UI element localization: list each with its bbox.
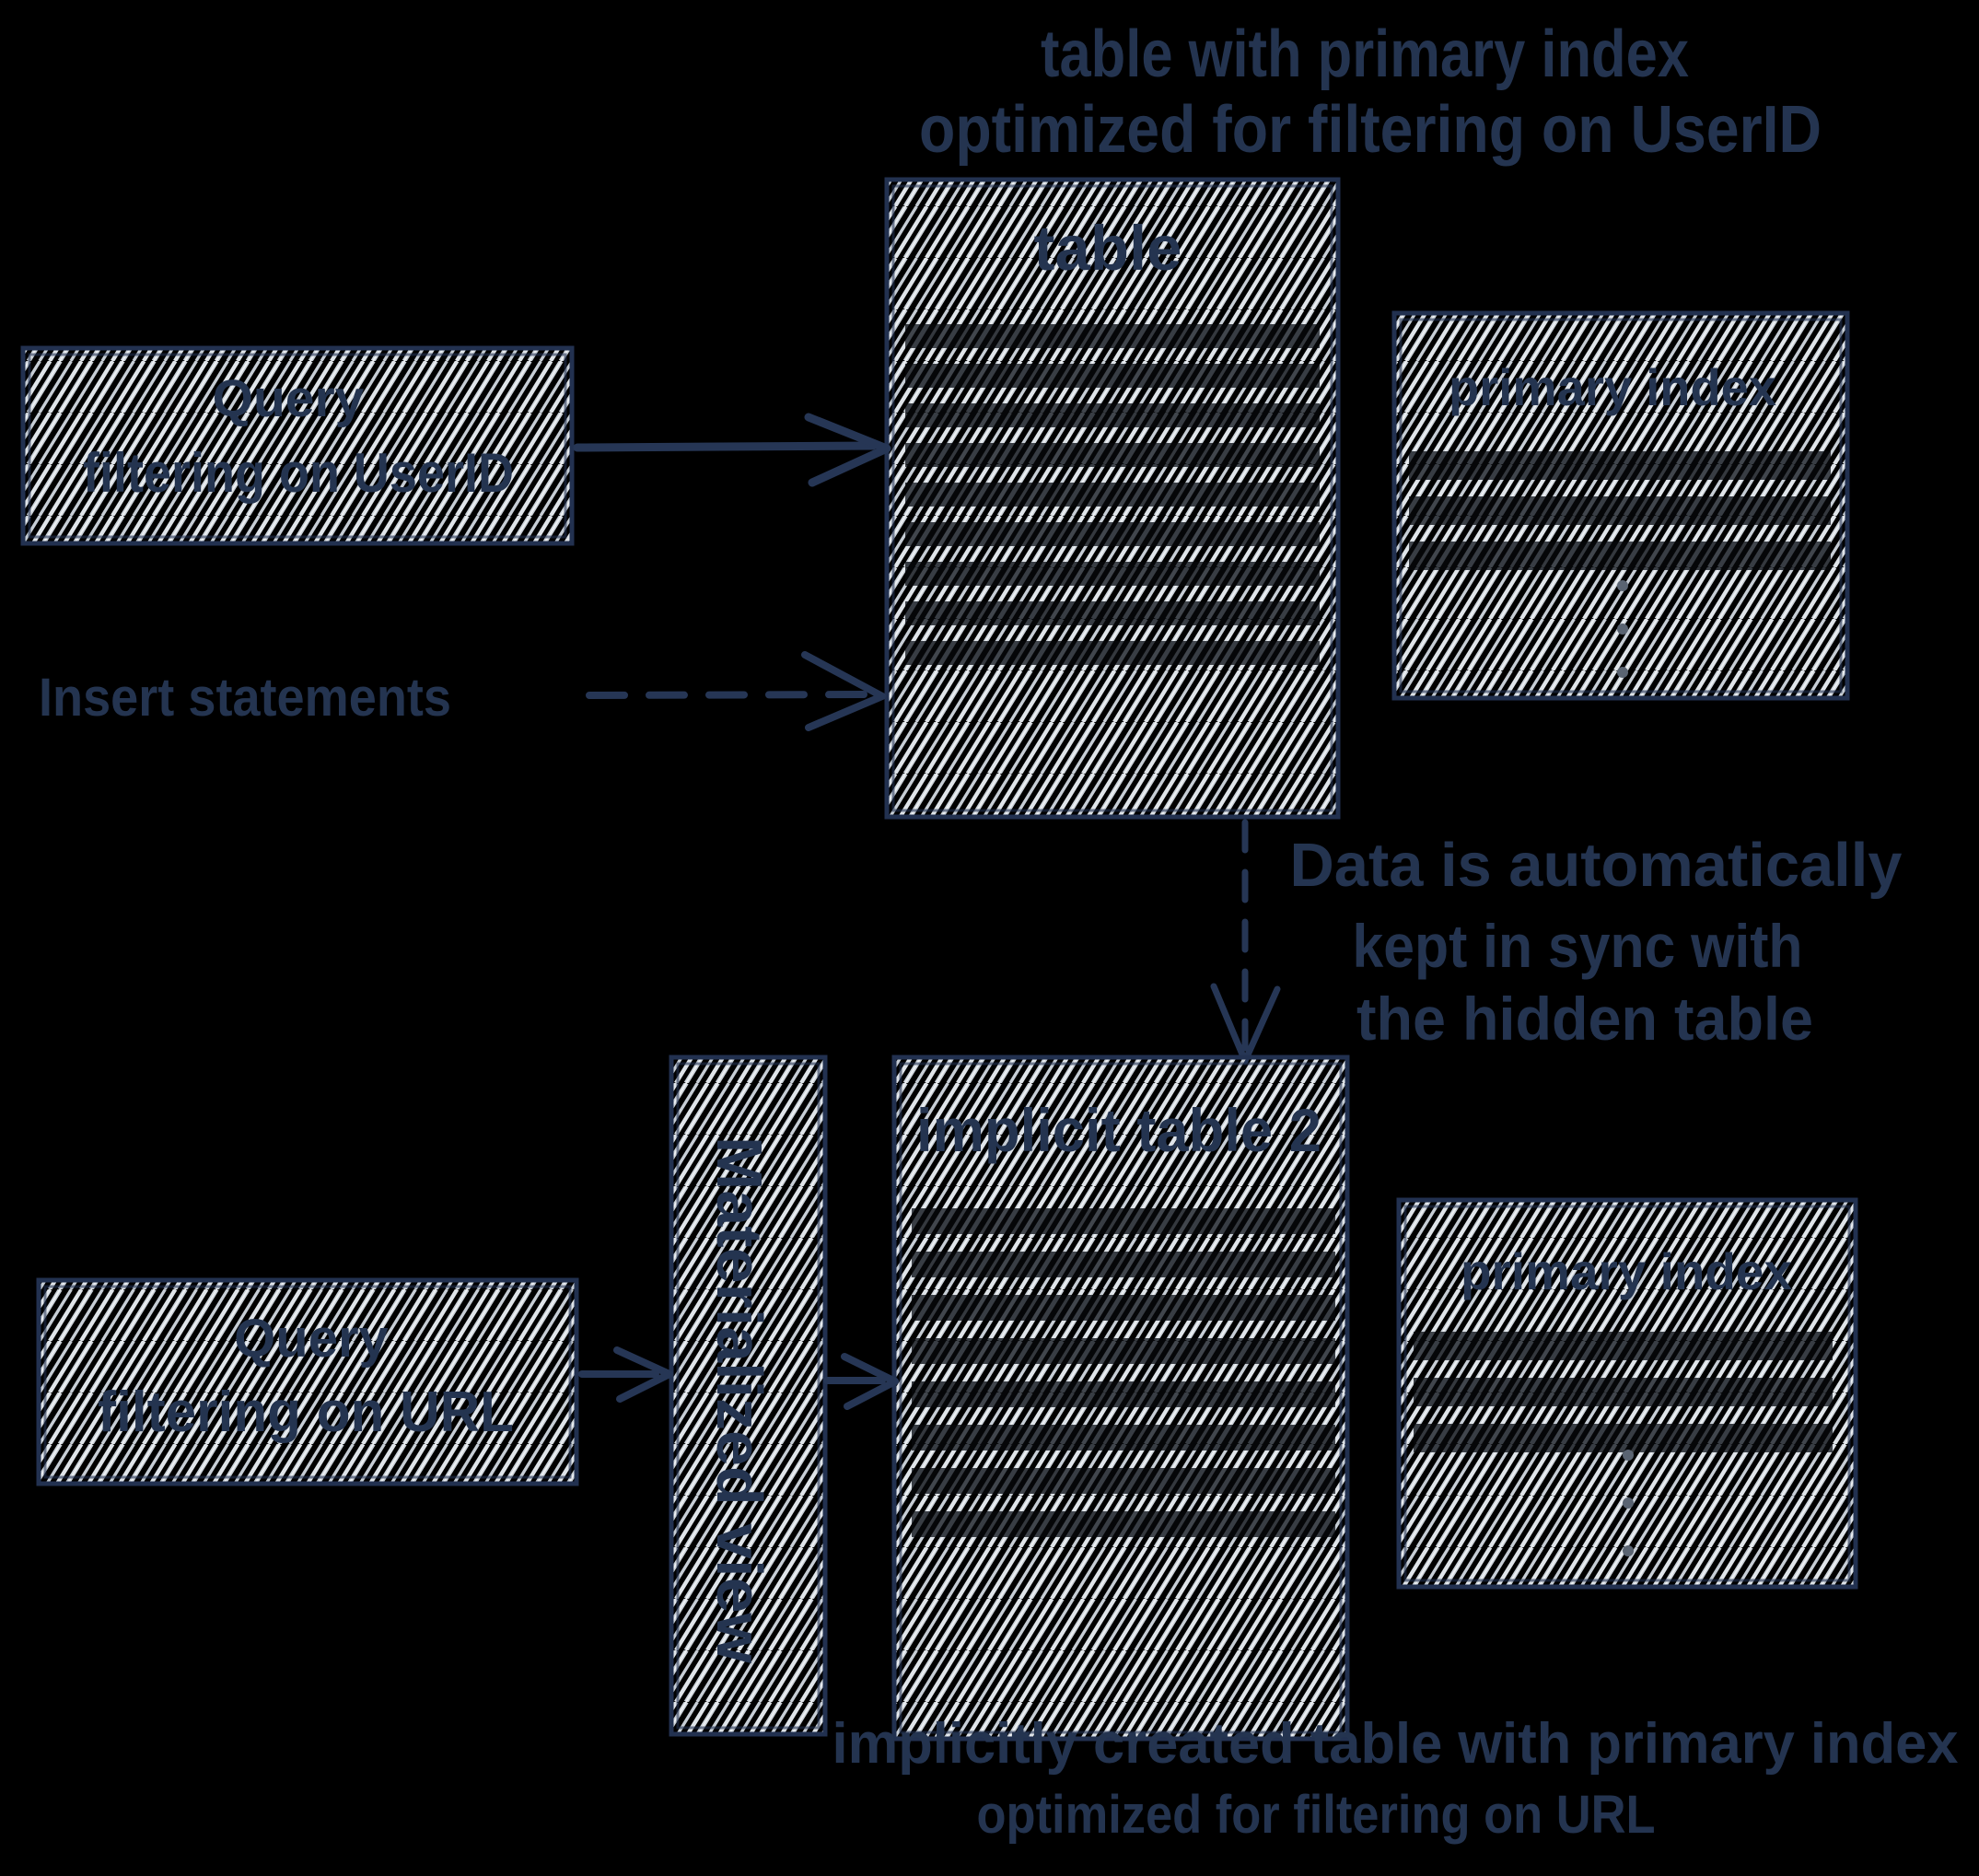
- svg-text:Insert statements: Insert statements: [39, 668, 451, 728]
- svg-text:optimized for filtering on Use: optimized for filtering on UserID: [919, 93, 1822, 167]
- svg-text:the hidden table: the hidden table: [1356, 985, 1813, 1053]
- svg-text:Materialized view: Materialized view: [704, 1136, 775, 1663]
- svg-text:primary index: primary index: [1461, 1242, 1792, 1300]
- svg-text:filtering on UserID: filtering on UserID: [83, 442, 514, 504]
- svg-text:table: table: [1033, 213, 1182, 284]
- svg-text:kept in sync with: kept in sync with: [1353, 912, 1803, 980]
- svg-text:Data is automatically: Data is automatically: [1290, 831, 1903, 900]
- svg-text:implicitly created table with: implicitly created table with primary in…: [832, 1712, 1960, 1776]
- svg-text:primary index: primary index: [1449, 358, 1776, 416]
- svg-text:table with primary index: table with primary index: [1041, 17, 1689, 91]
- svg-text:filtering on URL: filtering on URL: [98, 1381, 514, 1444]
- svg-text:Query: Query: [213, 369, 365, 428]
- svg-text:implicit table 2: implicit table 2: [916, 1096, 1321, 1164]
- svg-text:Query: Query: [234, 1309, 389, 1369]
- svg-text:optimized for filtering on URL: optimized for filtering on URL: [977, 1785, 1656, 1845]
